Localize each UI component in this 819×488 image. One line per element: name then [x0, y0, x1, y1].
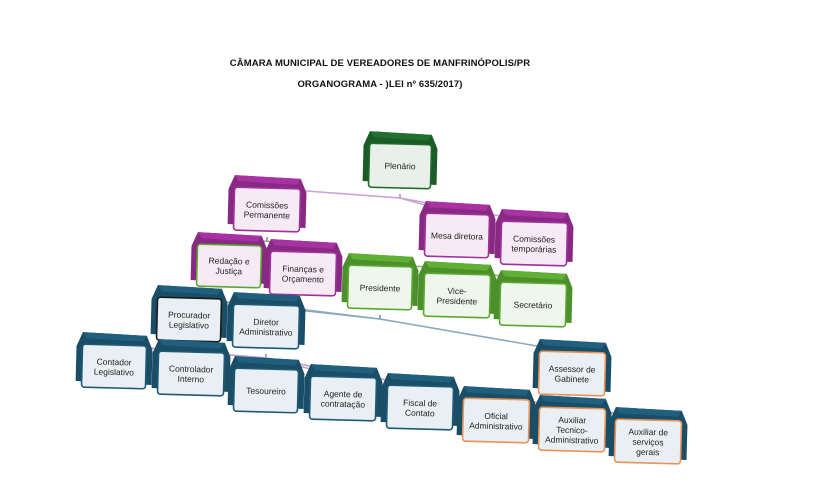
node-assessor — [532, 339, 612, 397]
node-controlador — [151, 339, 231, 397]
node-label-agente: Agente de contratação — [320, 387, 366, 410]
node-presidente — [341, 253, 419, 311]
connector-line — [379, 315, 573, 353]
node-label-secretario: Secretário — [513, 298, 553, 311]
node-auxiliar-servicos — [608, 407, 688, 465]
node-label-financas-orcamento: Finanças e Orçamento — [281, 262, 325, 285]
page-title: CÂMARA MUNICIPAL DE VEREADORES DE MANFRI… — [229, 58, 531, 69]
node-label-fiscal: Fiscal de Contato — [402, 397, 438, 418]
node-label-plenario: Plenário — [384, 160, 416, 172]
page-subtitle: ORGANOGRAMA - )LEI nº 635/2017) — [297, 79, 463, 90]
node-diretor — [226, 292, 306, 350]
node-label-controlador: Controlador Interno — [168, 362, 214, 384]
node-secretario — [493, 270, 573, 328]
node-label-presidente: Presidente — [359, 281, 401, 294]
node-label-redacao-justica: Redação e Justiça — [208, 255, 250, 277]
node-label-assessor: Assessor de Gabinete — [548, 362, 596, 384]
node-redacao-justica — [190, 232, 268, 289]
node-label-auxiliar-servicos: Auxiliar de serviços gerais — [628, 425, 669, 457]
node-mesa-diretora — [418, 201, 496, 259]
node-auxiliar-tecnico — [532, 395, 612, 453]
node-label-comissoes-temporarias: Comissões temporárias — [511, 232, 557, 255]
node-comissoes-temporarias — [494, 209, 574, 267]
node-procurador — [150, 285, 228, 343]
node-label-diretor: Diretor Administrativo — [239, 316, 293, 338]
node-label-procurador: Procurador Legislativo — [167, 308, 211, 331]
node-plenario — [362, 131, 438, 190]
node-label-auxiliar-tecnico: Auxiliar Tecnico- Administrativo — [544, 414, 599, 446]
node-label-mesa-diretora: Mesa diretora — [430, 229, 484, 242]
node-label-oficial: Oficial Administrativo — [469, 410, 523, 432]
node-fiscal — [380, 373, 460, 431]
node-label-vice-presidente: Vice- Presidente — [436, 285, 478, 307]
node-label-contador: Contador Legislativo — [93, 356, 135, 378]
node-oficial — [456, 386, 536, 444]
node-label-tesoureiro: Tesoureiro — [246, 384, 286, 397]
node-tesoureiro — [227, 356, 305, 414]
node-vice-presidente — [417, 261, 497, 319]
node-comissoes-permanente — [227, 175, 307, 233]
node-agente — [303, 364, 383, 422]
node-label-comissoes-permanente: Comissões Permanente — [243, 198, 291, 221]
node-financas-orcamento — [263, 239, 343, 297]
node-contador — [75, 332, 153, 390]
